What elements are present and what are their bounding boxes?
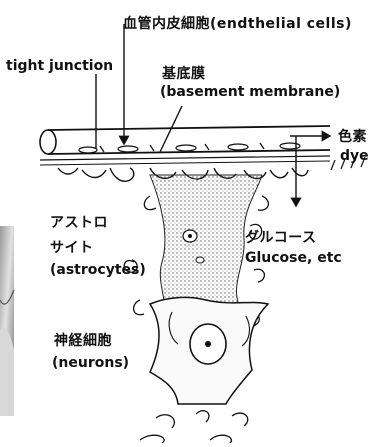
tight-junction-label: tight junction — [6, 58, 113, 74]
glucose-jp-label: グルコース — [245, 227, 317, 247]
neuron-jp-label: 神経細胞 — [54, 330, 112, 350]
dye-en-label: dye — [340, 148, 369, 164]
neuron-en-label: (neurons) — [52, 355, 129, 371]
blood-vessel — [40, 126, 330, 165]
endothelial-label: 血管内皮細胞(endthelial cells) — [123, 13, 352, 33]
astrocyte-jp-label-2: サイト — [50, 237, 94, 257]
basement-membrane-en-label: (basement membrane) — [160, 84, 340, 100]
glucose-en-label: Glucose, etc — [245, 250, 342, 266]
lower-processes — [140, 411, 248, 443]
brain-photo-fragment — [0, 226, 14, 416]
neuron — [150, 297, 268, 404]
basement-membrane-jp-label: 基底膜 — [162, 63, 206, 83]
astrocyte-jp-label-1: アストロ — [50, 212, 108, 232]
astrocyte-en-label: (astrocytes) — [50, 262, 146, 278]
dye-jp-label: 色素 — [338, 126, 367, 146]
